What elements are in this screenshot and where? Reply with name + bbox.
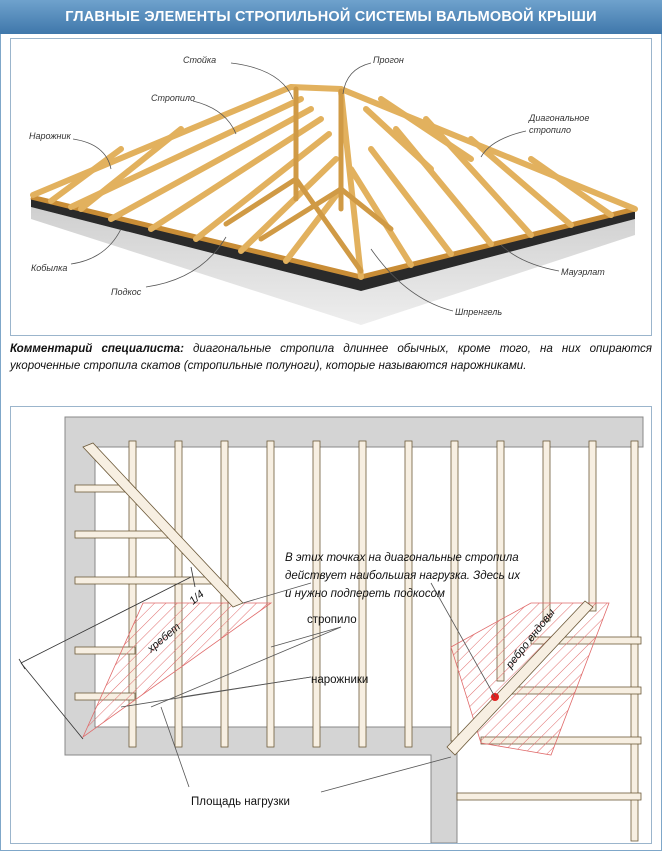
label-kobylka: Кобылка	[31, 263, 67, 273]
bottom-diagram-panel: В этих точках на диагональные стропила д…	[10, 406, 652, 844]
header-bar: ГЛАВНЫЕ ЭЛЕМЕНТЫ СТРОПИЛЬНОЙ СИСТЕМЫ ВАЛ…	[0, 0, 662, 34]
label-diag-2: стропило	[529, 125, 571, 135]
label-narozhniki: нарожники	[311, 674, 368, 686]
label-stropilo-bottom: стропило	[307, 614, 357, 626]
hip-roof-diagram: Стойка Прогон Стропило Диагональное стро…	[29, 55, 638, 325]
note-line-1: В этих точках на диагональные стропила	[285, 552, 519, 564]
label-stoyka: Стойка	[183, 55, 216, 65]
page-title: ГЛАВНЫЕ ЭЛЕМЕНТЫ СТРОПИЛЬНОЙ СИСТЕМЫ ВАЛ…	[65, 9, 597, 25]
label-load-area: Площадь нагрузки	[191, 796, 290, 808]
label-stropilo: Стропило	[151, 93, 195, 103]
label-progon: Прогон	[373, 55, 404, 65]
note-leaders	[120, 582, 496, 793]
note-line-3: и нужно подпереть подкосом	[285, 588, 445, 600]
valley-rafter	[446, 600, 594, 756]
dimension-lines	[18, 566, 196, 740]
load-area-diagram: В этих точках на диагональные стропила д…	[18, 416, 644, 844]
label-podkos: Подкос	[111, 287, 142, 297]
label-shprengel: Шпренгель	[455, 307, 502, 317]
expert-comment: Комментарий специалиста: диагональные ст…	[10, 340, 652, 402]
label-diag-1: Диагональное	[528, 113, 589, 123]
posts-and-braces	[223, 86, 394, 274]
top-diagram-panel: Стойка Прогон Стропило Диагональное стро…	[10, 38, 652, 336]
left-load-area	[82, 602, 273, 739]
leader-lines	[70, 62, 560, 312]
label-narozhnik: Нарожник	[29, 131, 71, 141]
wall-base	[31, 207, 635, 325]
rafters	[30, 84, 638, 280]
label-mauerlat: Мауэрлат	[561, 267, 605, 277]
comment-text: диагональные стропила длиннее обычных, к…	[10, 342, 652, 372]
comment-lead: Комментарий специалиста:	[10, 342, 184, 355]
note-line-2: действует наибольшая нагрузка. Здесь их	[285, 570, 521, 582]
